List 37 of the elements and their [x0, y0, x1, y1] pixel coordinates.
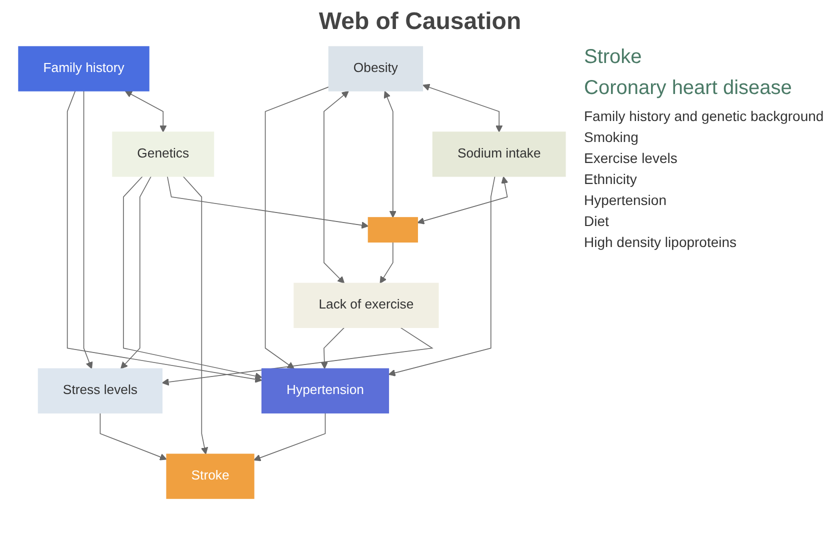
arrow [264, 86, 330, 369]
node-box: Stress levels [38, 368, 163, 414]
chart-axis-label: Diet [584, 213, 610, 229]
arrow [384, 90, 397, 218]
node-box: Hypertension [261, 368, 390, 414]
chart-axis-label: Smoking [584, 129, 640, 145]
arrow [417, 176, 508, 224]
chart-axis-label: High density lipoproteins [584, 234, 738, 250]
node-box [368, 217, 418, 243]
node-box: Genetics [112, 132, 214, 177]
section-heading: Stroke [584, 46, 643, 69]
chart-axis-label: Family history and genetic background [584, 108, 825, 124]
arrow [320, 327, 345, 369]
arrow [182, 176, 208, 454]
arrow [83, 90, 93, 369]
arrow [388, 176, 496, 376]
arrow [324, 90, 349, 284]
node-box: Family history [18, 46, 150, 92]
arrow [124, 90, 167, 132]
node-box: Obesity [328, 46, 424, 92]
chart-axis-label: Hypertension [584, 192, 668, 208]
chart-axis-label: Ethnicity [584, 171, 638, 187]
node-box: Lack of exercise [294, 282, 439, 328]
arrow [166, 176, 369, 229]
node-box: Sodium intake [432, 132, 566, 177]
arrow [422, 84, 503, 132]
arrow [162, 327, 434, 386]
section-heading: Coronary heart disease [584, 77, 793, 100]
slide-title: Web of Causation [318, 8, 522, 36]
arrow [66, 90, 262, 383]
arrow [100, 412, 167, 460]
arrow [123, 176, 262, 380]
node-box: Stroke [166, 454, 254, 499]
arrow [254, 412, 326, 462]
chart-axis-label: Exercise levels [584, 150, 678, 166]
arrow [380, 242, 394, 284]
arrow [120, 176, 152, 369]
